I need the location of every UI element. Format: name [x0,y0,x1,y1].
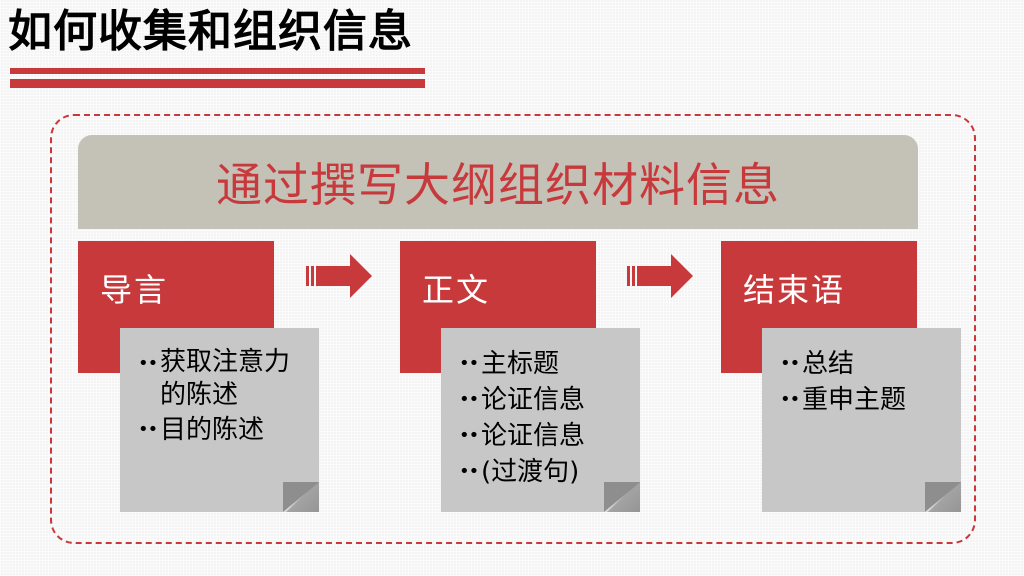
stage-conclusion-card: ••总结 ••重申主题 [762,328,961,512]
list-item: ••重申主题 [780,382,961,418]
stage-conclusion-list: ••总结 ••重申主题 [762,328,961,418]
bullet-icon: •• [459,353,479,374]
bullet-icon: •• [138,353,158,374]
stage-body-card: ••主标题 ••论证信息 ••论证信息 ••(过渡句) [441,328,640,512]
banner-title: 通过撰写大纲组织材料信息 [216,158,780,212]
arrow-right-icon [306,254,372,298]
title-underline-thick [10,68,425,74]
list-item: ••论证信息 [459,382,640,418]
list-item: ••目的陈述 [138,412,319,448]
stage-conclusion-label: 结束语 [743,271,846,309]
bullet-icon: •• [780,389,800,410]
stage-intro-card: ••获取注意力的陈述 ••目的陈述 [120,328,319,512]
bullet-icon: •• [459,425,479,446]
slide-title: 如何收集和组织信息 [8,6,413,57]
dashed-frame [50,114,976,544]
banner: 通过撰写大纲组织材料信息 [78,135,918,229]
stage-body-label: 正文 [422,271,491,309]
list-item: ••(过渡句) [459,454,640,490]
stage-intro-list: ••获取注意力的陈述 ••目的陈述 [120,328,319,448]
list-item: ••获取注意力的陈述 [138,347,291,410]
list-item: ••总结 [780,346,961,382]
title-underline-thin [10,79,425,88]
bullet-icon: •• [780,353,800,374]
bullet-icon: •• [138,419,158,440]
list-item: ••主标题 [459,346,640,382]
bullet-icon: •• [459,389,479,410]
stage-intro-label: 导言 [100,271,169,309]
arrow-right-icon [627,254,693,298]
stage-body-list: ••主标题 ••论证信息 ••论证信息 ••(过渡句) [441,328,640,490]
bullet-icon: •• [459,461,479,482]
list-item: ••论证信息 [459,418,640,454]
